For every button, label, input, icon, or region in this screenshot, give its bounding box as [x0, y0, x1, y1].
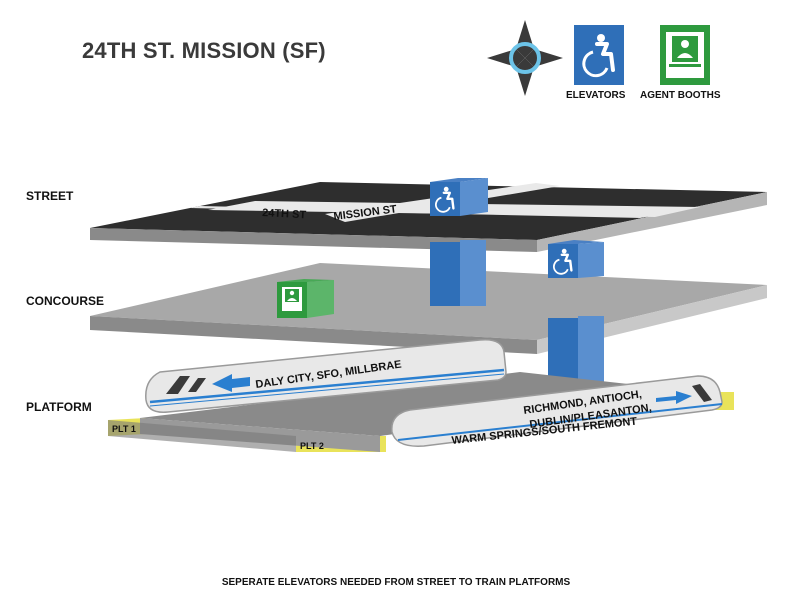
- street-elevator-icon: [430, 178, 488, 216]
- elevators-legend-label: ELEVATORS: [566, 90, 626, 101]
- agent-booth-legend-icon: [660, 25, 710, 85]
- footer-note: SEPERATE ELEVATORS NEEDED FROM STREET TO…: [221, 577, 571, 588]
- train-1: [145, 339, 507, 413]
- concourse-level: [90, 263, 767, 354]
- track-bed-front: [108, 420, 296, 452]
- concourse-level-label: CONCOURSE: [26, 294, 105, 308]
- concourse-elevator-icon: [548, 240, 604, 278]
- street-name-24th: 24TH ST: [262, 207, 307, 221]
- compass-north-label: N: [535, 32, 546, 44]
- train-2: [391, 375, 723, 447]
- platform-2-label: PLT 2: [300, 441, 324, 451]
- platform-deck: [140, 372, 700, 436]
- elevator-shaft-concourse: [548, 316, 604, 384]
- elevator-legend-icon: [574, 25, 624, 85]
- agent-booth-icon: [277, 279, 334, 318]
- platform-1-label: PLT 1: [112, 424, 136, 434]
- platform-level-label: PLATFORM: [26, 400, 92, 414]
- agent-booths-legend-label: AGENT BOOTHS: [640, 90, 721, 101]
- page-title: 24TH ST. MISSION (SF): [82, 38, 326, 63]
- compass-south-label: S: [507, 74, 518, 86]
- street-level-label: STREET: [26, 189, 74, 203]
- compass-icon: N E S W: [487, 20, 563, 96]
- compass-east-label: E: [541, 64, 552, 76]
- elevator-shaft-street: [430, 240, 486, 306]
